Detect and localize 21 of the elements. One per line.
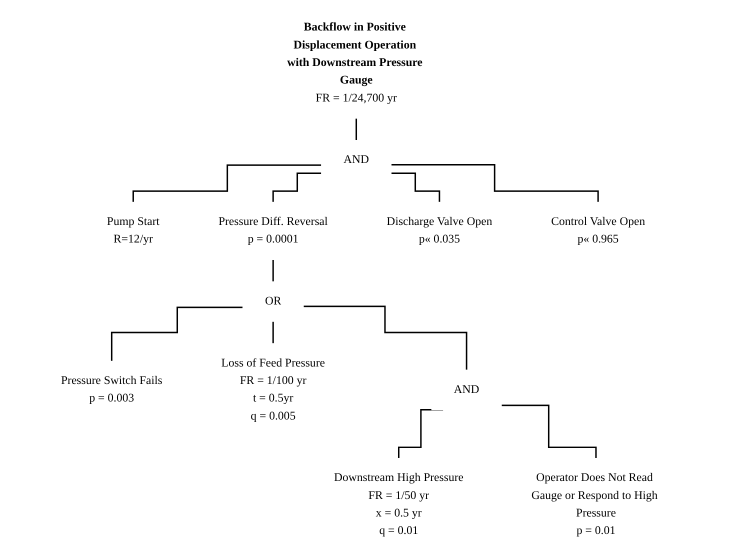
node-text: Operator Does Not Read Gauge or Respond to High Pressure p = 0.01 — [532, 472, 658, 538]
connector — [132, 164, 322, 203]
connector — [391, 164, 600, 203]
node-text: Backflow in Positive Displacement Operation with Downstream Pressure Gauge FR = 1/24,700 yr — [287, 21, 423, 104]
connector — [304, 306, 468, 371]
node-text: Pump Start R=12/yr — [107, 215, 160, 246]
node-text: AND — [344, 154, 370, 166]
connector — [272, 172, 322, 203]
node-text: OR — [265, 294, 282, 308]
node-text: Pressure Diff. Reversal p = 0.0001 — [218, 215, 328, 246]
connector — [356, 118, 358, 142]
node-text: Discharge Valve Open p« 0.035 — [386, 215, 492, 246]
connector — [272, 258, 274, 282]
connector — [111, 306, 244, 362]
node-text: Loss of Feed Pressure FR = 1/100 yr t = 0.5yr q = 0.005 — [221, 356, 326, 422]
connector — [391, 172, 440, 203]
connector — [272, 320, 274, 344]
node-text: Control Valve Open p« 0.965 — [551, 215, 646, 246]
node-text: Pressure Switch Fails p = 0.003 — [61, 374, 163, 405]
node-text: Downstream High Pressure FR = 1/50 yr x = 0.5 yr q = 0.01 — [334, 472, 464, 538]
connector — [502, 404, 597, 460]
